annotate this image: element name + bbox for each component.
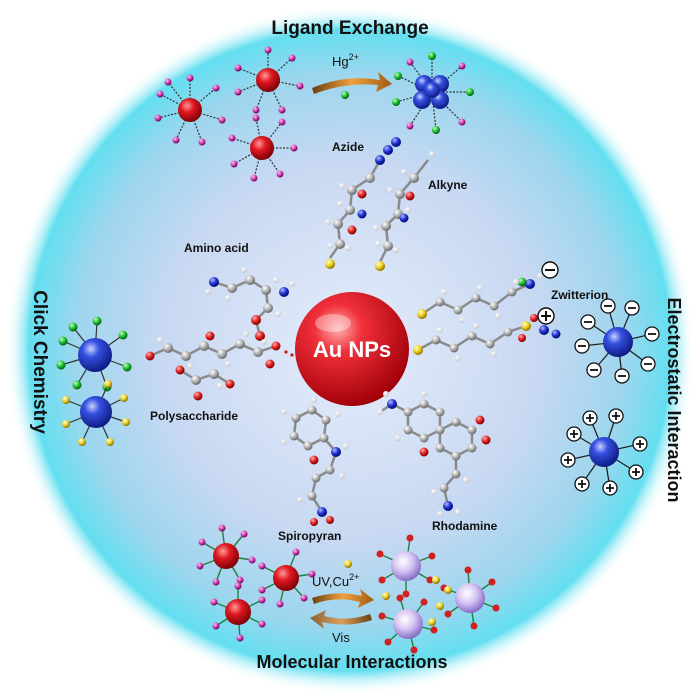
molecular-interactions-title: Molecular Interactions: [256, 652, 447, 672]
spiropyran-np-2: [258, 548, 316, 608]
spiropyran-np-3: [210, 582, 266, 642]
spiropyran-molecule: [281, 397, 349, 526]
polysaccharide-label: Polysaccharide: [150, 409, 238, 423]
click-chemistry-scene: [56, 316, 132, 446]
uv-cu-label: UV,Cu2+: [312, 572, 359, 589]
positive-charge-icon: [537, 307, 555, 325]
spiropyran-np-1: [196, 524, 256, 586]
au-nps-label: Au NPs: [313, 337, 391, 362]
molecular-interactions-scene: UV,Cu2+ Vis: [196, 524, 500, 654]
merocyanine-np-2: [440, 566, 500, 630]
merocyanine-np-1: [376, 534, 436, 598]
ligand-exchange-title: Ligand Exchange: [271, 18, 428, 39]
spiropyran-label: Spiropyran: [278, 529, 341, 543]
click-chemistry-title: Click Chemistry: [29, 290, 50, 434]
reverse-arrow-icon: [310, 610, 372, 629]
zwitterion-label: Zwitterion: [551, 288, 608, 302]
cu-ion-dot: [344, 560, 352, 568]
amino-acid-molecule: [205, 267, 295, 341]
ligand-exchange-scene: Hg2+: [154, 46, 474, 182]
electrostatic-interaction-title: Electrostatic Interaction: [664, 297, 684, 502]
yellow-ligand-nanoparticle: [62, 380, 130, 446]
green-ligand-nanoparticle: [56, 316, 132, 392]
polysaccharide-molecule: [145, 331, 300, 401]
zwitterion-molecules: [413, 261, 561, 361]
arrow-icon: [312, 72, 392, 94]
merocyanine-np-3: [378, 594, 438, 654]
electrostatic-scene: [560, 298, 660, 496]
au-nanoparticle: [295, 292, 409, 406]
aggregated-nanoparticles: [392, 52, 474, 134]
positive-nanoparticle: [560, 408, 648, 496]
ligand-np-3: [228, 114, 298, 182]
cu-bridges: [382, 576, 452, 626]
vis-label: Vis: [332, 630, 350, 645]
alkyne-label: Alkyne: [428, 178, 468, 192]
rhodamine-molecule: [377, 391, 491, 517]
forward-arrow-icon: [312, 589, 374, 608]
azide-alkyne-molecules: [325, 137, 435, 271]
hg-ion-label: Hg2+: [332, 52, 359, 69]
amino-acid-label: Amino acid: [184, 241, 249, 255]
rhodamine-label: Rhodamine: [432, 519, 498, 533]
ligand-np-1: [154, 74, 226, 146]
ligand-np-2: [234, 46, 304, 114]
negative-nanoparticle: [574, 298, 660, 384]
negative-charge-icon: [541, 261, 559, 279]
hg-ion-dot: [341, 91, 349, 99]
azide-label: Azide: [332, 140, 364, 154]
